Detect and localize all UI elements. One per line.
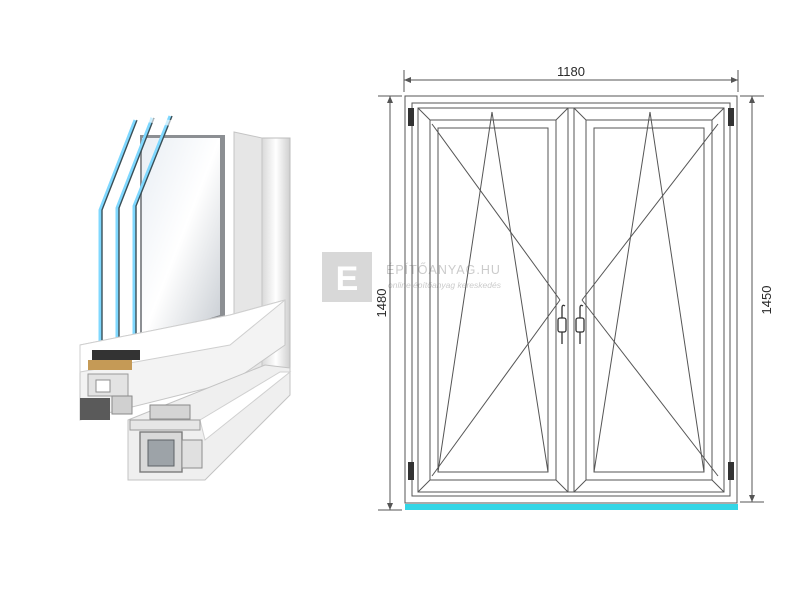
handle-right bbox=[575, 304, 585, 344]
glass-surface bbox=[142, 138, 220, 340]
center-mullion bbox=[567, 107, 575, 493]
watermark-logo-letter: E bbox=[336, 260, 359, 298]
hinge-bottom-right bbox=[728, 462, 734, 480]
glass-pane-2 bbox=[115, 117, 154, 355]
watermark-tagline: online építőanyag kereskedés bbox=[388, 280, 502, 290]
window-technical-drawing bbox=[378, 70, 764, 511]
handle-left bbox=[557, 304, 567, 344]
hinge-top-left bbox=[408, 108, 414, 126]
outer-height-dimension-label: 1480 bbox=[374, 289, 389, 318]
glass-pane-1 bbox=[98, 119, 137, 355]
hinge-bottom-left bbox=[408, 462, 414, 480]
watermark: E ÉPÍTŐANYAG.HU online építőanyag keresk… bbox=[322, 252, 502, 302]
left-sash bbox=[417, 107, 569, 493]
watermark-brand: ÉPÍTŐANYAG.HU bbox=[386, 262, 501, 277]
gasket bbox=[92, 350, 140, 360]
right-sash bbox=[573, 107, 725, 493]
hinge-top-right bbox=[728, 108, 734, 126]
window-sill bbox=[405, 504, 738, 510]
spacer-bar bbox=[88, 360, 132, 370]
outer-frame bbox=[404, 95, 738, 504]
watermark-logo bbox=[322, 252, 372, 302]
glass-pane-3 bbox=[132, 115, 172, 355]
profile-cross-section bbox=[79, 115, 292, 481]
sash-height-dimension-label: 1450 bbox=[759, 286, 774, 315]
width-dimension-label: 1180 bbox=[557, 64, 585, 79]
